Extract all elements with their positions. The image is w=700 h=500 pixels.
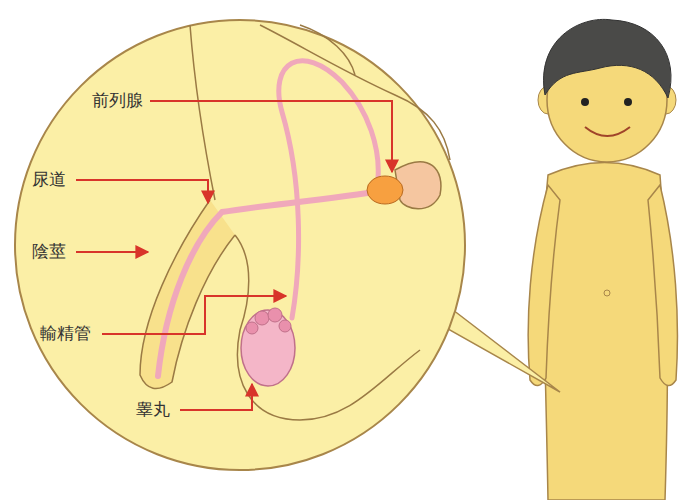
part-label: 睾丸 — [136, 399, 170, 419]
part-label: 前列腺 — [92, 90, 143, 110]
inset-circle — [15, 20, 465, 470]
testis-shape — [241, 310, 295, 386]
epididymis-shape — [246, 308, 291, 334]
boy-figure — [528, 19, 677, 500]
part-label: 陰莖 — [32, 241, 66, 261]
part-label: 尿道 — [32, 169, 66, 189]
leader-lines — [76, 101, 392, 410]
anatomy-inset — [140, 25, 450, 420]
prostate-shape — [367, 176, 403, 204]
vas-deferens-tube — [279, 61, 378, 318]
part-label: 輸精管 — [40, 323, 91, 343]
